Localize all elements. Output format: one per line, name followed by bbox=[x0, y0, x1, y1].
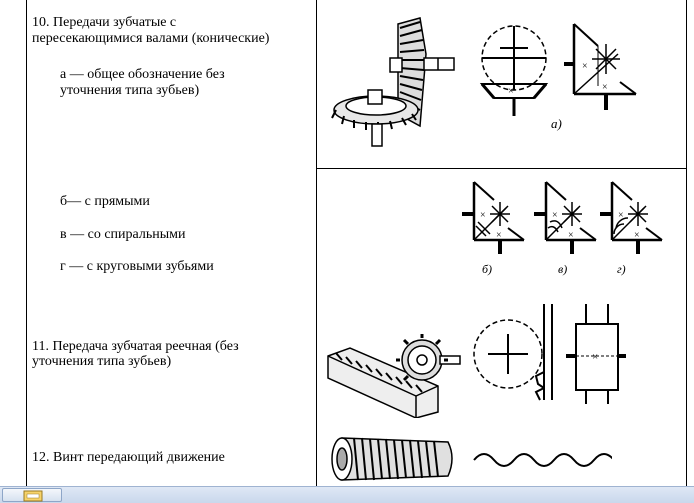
row10-title-line2: пересекающимися валами (конические) bbox=[32, 31, 270, 46]
screw-picture-icon bbox=[331, 437, 453, 481]
label-a: а) bbox=[551, 116, 562, 131]
row11-title-line1: 11. Передача зубчатая реечная (без bbox=[32, 339, 239, 354]
app-icon bbox=[23, 490, 43, 502]
table-right-border bbox=[686, 0, 687, 486]
row11-title-line2: уточнения типа зубьев) bbox=[32, 354, 172, 369]
row10-sub-a-line2: уточнения типа зубьев) bbox=[60, 83, 200, 98]
svg-text:×: × bbox=[592, 351, 598, 363]
bevel-symbols-bvg-icon: × × × × bbox=[462, 181, 663, 254]
svg-text:×: × bbox=[618, 210, 624, 221]
svg-text:×: × bbox=[582, 61, 588, 72]
svg-text:×: × bbox=[508, 86, 514, 97]
table-left-border bbox=[26, 0, 27, 486]
svg-text:×: × bbox=[480, 210, 486, 221]
table-middle-border bbox=[316, 0, 317, 486]
bevel-symbol-a-icon: × × × bbox=[479, 23, 637, 116]
svg-text:×: × bbox=[568, 230, 574, 241]
row10-sub-a-line1: а — общее обозначение без bbox=[60, 67, 225, 82]
row10-sub-g: г — с круговыми зубьями bbox=[60, 259, 214, 274]
svg-text:×: × bbox=[552, 210, 558, 221]
screw-symbol-icon bbox=[473, 453, 612, 467]
rack-pinion-symbol-icon: × bbox=[473, 304, 626, 404]
svg-text:×: × bbox=[634, 230, 640, 241]
svg-text:×: × bbox=[602, 82, 608, 93]
svg-text:×: × bbox=[496, 230, 502, 241]
label-v: в) bbox=[558, 262, 568, 276]
row10-sub-v: в — со спиральными bbox=[60, 227, 186, 242]
taskbar bbox=[0, 486, 694, 503]
taskbar-app-button[interactable] bbox=[2, 488, 62, 502]
row10-sub-b: б— с прямыми bbox=[60, 194, 150, 209]
bevel-gear-picture-icon bbox=[331, 17, 455, 147]
label-g: г) bbox=[617, 262, 626, 276]
table-row-divider bbox=[316, 168, 687, 169]
rack-pinion-picture-icon bbox=[327, 334, 461, 418]
label-b: б) bbox=[482, 262, 493, 276]
row10-title-line1: 10. Передачи зубчатые с bbox=[32, 15, 177, 30]
row12-title: 12. Винт передающий движение bbox=[32, 450, 225, 465]
